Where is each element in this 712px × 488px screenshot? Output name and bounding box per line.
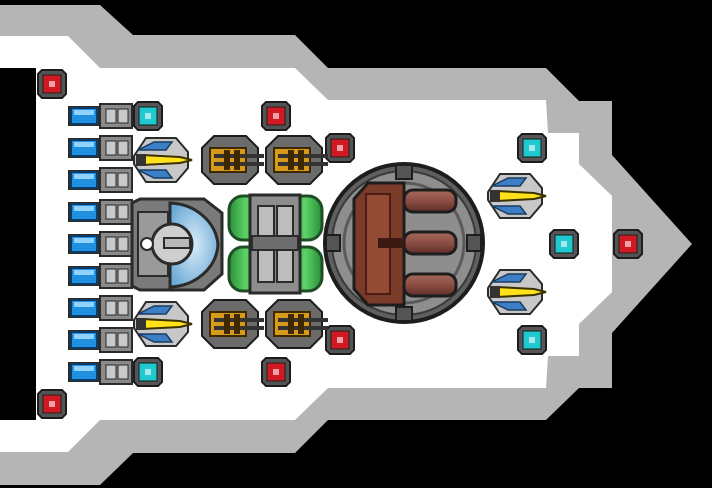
armor-block-red[interactable]	[261, 101, 291, 131]
armor-block-cyan[interactable]	[517, 133, 547, 163]
autocannon[interactable]	[265, 299, 328, 349]
armor-red-blocks	[37, 69, 643, 419]
laser-turret[interactable]	[487, 269, 547, 315]
shield-generator[interactable]	[130, 197, 224, 292]
armor-block-cyan[interactable]	[133, 101, 163, 131]
armor-block-red[interactable]	[613, 229, 643, 259]
armor-block-red[interactable]	[37, 69, 67, 99]
armor-block-red[interactable]	[37, 389, 67, 419]
armor-block-cyan[interactable]	[549, 229, 579, 259]
hull-stern-dark	[0, 68, 36, 420]
thruster[interactable]	[68, 199, 133, 225]
laser-turret[interactable]	[133, 137, 193, 183]
thruster[interactable]	[68, 359, 133, 385]
autocannon[interactable]	[201, 299, 264, 349]
autocannon[interactable]	[201, 135, 264, 185]
turret-barrels	[402, 188, 458, 298]
thruster[interactable]	[68, 263, 133, 289]
thruster[interactable]	[68, 135, 133, 161]
laser-turret[interactable]	[133, 301, 193, 347]
reactor-generator[interactable]	[227, 193, 324, 295]
armor-block-red[interactable]	[261, 357, 291, 387]
armor-block-cyan[interactable]	[517, 325, 547, 355]
thruster[interactable]	[68, 327, 133, 353]
armor-block-red[interactable]	[325, 133, 355, 163]
laser-turrets	[133, 137, 547, 347]
thruster[interactable]	[68, 167, 133, 193]
autocannon[interactable]	[265, 135, 328, 185]
armor-block-cyan[interactable]	[133, 357, 163, 387]
thruster[interactable]	[68, 231, 133, 257]
thruster[interactable]	[68, 295, 133, 321]
thruster[interactable]	[68, 103, 133, 129]
main-turret[interactable]	[323, 162, 485, 324]
armor-cyan-blocks	[133, 101, 579, 387]
laser-turret[interactable]	[487, 173, 547, 219]
armor-block-red[interactable]	[325, 325, 355, 355]
autocannons	[201, 135, 328, 349]
thruster-column	[68, 103, 133, 385]
hull-stern-frame	[36, 68, 66, 420]
